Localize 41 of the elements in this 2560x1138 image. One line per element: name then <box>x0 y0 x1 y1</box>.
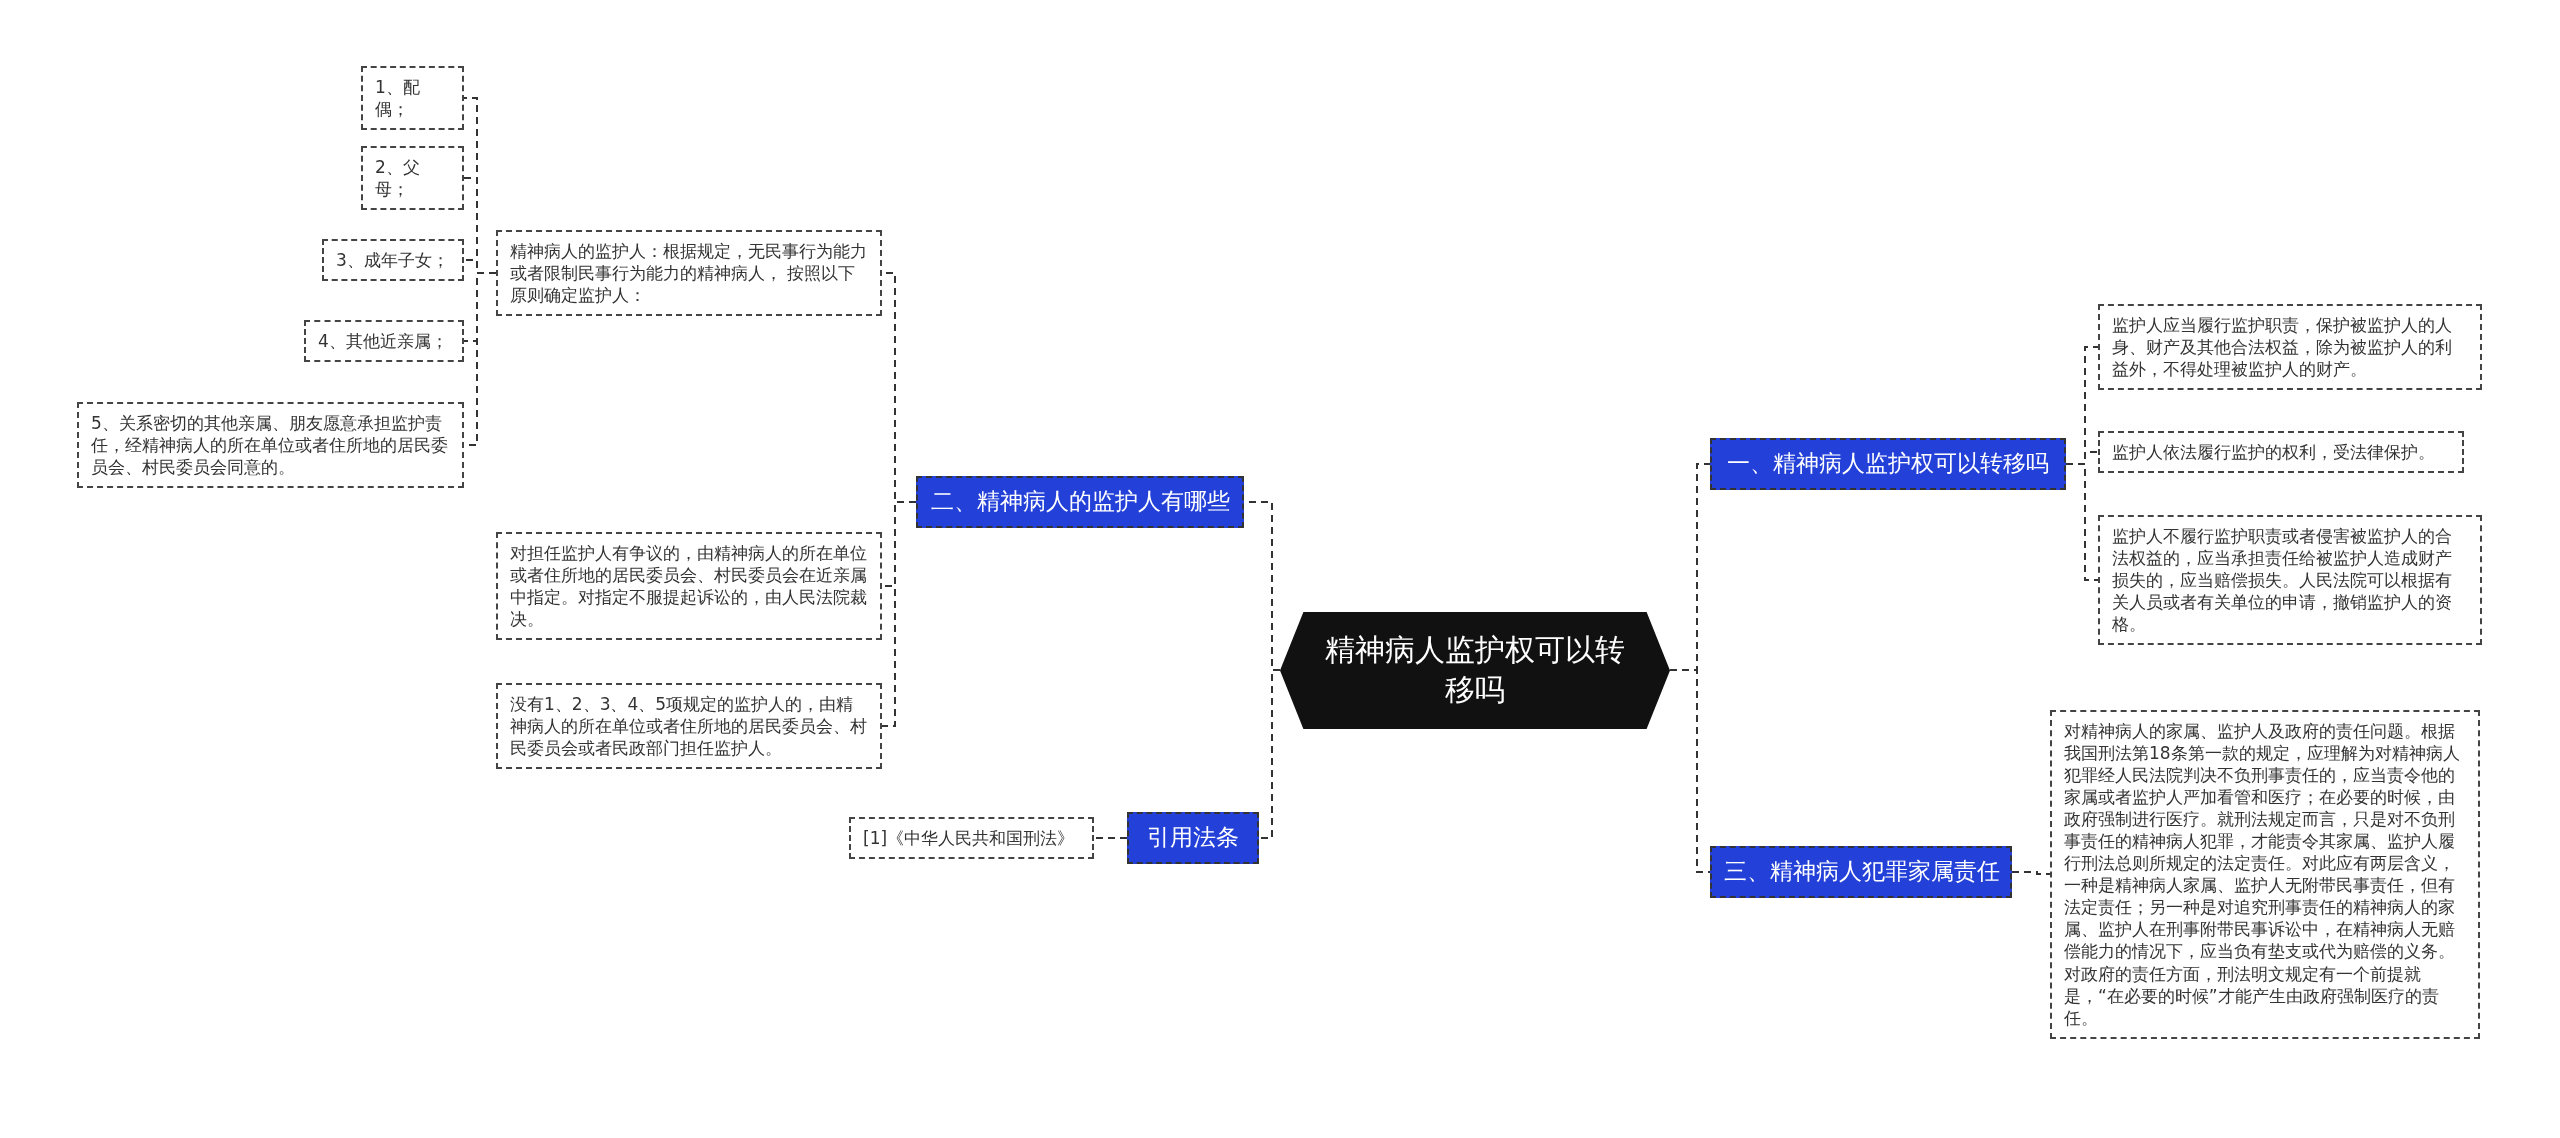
note-box <box>496 230 882 317</box>
connector-line <box>2065 463 2099 581</box>
note-box <box>2098 304 2482 391</box>
topic-text: [1]《中华人民共和国刑法》 <box>863 827 1076 850</box>
connector-line <box>881 501 917 727</box>
central-topic <box>1280 611 1670 729</box>
connector-line <box>2011 871 2051 875</box>
topic-text: 2、父母； <box>375 156 421 201</box>
note-box <box>496 532 882 641</box>
topic-text: 5、关系密切的其他亲属、朋友愿意承担监护责任，经精神病人的所在单位或者住所地的居民委员会、村民委员会同意的。 <box>91 412 449 479</box>
topic-text: 三、精神病人犯罪家属责任 <box>1724 857 1998 886</box>
topic-text: 3、成年子女； <box>336 249 450 272</box>
branch-topic <box>1710 846 2012 898</box>
note-box <box>361 146 464 211</box>
note-box <box>322 239 464 282</box>
topic-text: 监护人应当履行监护职责，保护被监护人的人身、财产及其他合法权益，除为被监护人的利益外，不得处理被监护人的财产。 <box>2112 314 2453 381</box>
topic-text: 引用法条 <box>1146 823 1240 852</box>
topic-text: 二、精神病人的监护人有哪些 <box>930 487 1230 516</box>
topic-text: 对担任监护人有争议的，由精神病人的所在单位或者住所地的居民委员会、村民委员会在近亲属中指定。对指定不服提起诉讼的，由人民法院裁决。 <box>510 542 868 631</box>
topic-text: 监护人不履行监护职责或者侵害被监护人的合法权益的，应当承担责任给被监护人造成财产损失的，应当赔偿损失。人民法院可以根据有关人员或者有关单位的申请，撤销监护人的资格。 <box>2112 525 2453 636</box>
connector-line <box>1093 837 1128 839</box>
connector-line <box>1258 669 1281 839</box>
topic-text: 精神病人监护权可以转移吗 <box>1324 630 1626 709</box>
note-box <box>496 683 882 770</box>
branch-topic <box>916 476 1244 528</box>
topic-text: 没有1、2、3、4、5项规定的监护人的，由精神病人的所在单位或者住所地的居民委员会、村民委员会或者民政部门担任监护人。 <box>510 693 868 760</box>
topic-text: 4、其他近亲属； <box>318 330 449 353</box>
topic-text: 一、精神病人监护权可以转移吗 <box>1726 449 2050 478</box>
note-box <box>2098 515 2482 646</box>
topic-text: 监护人依法履行监护的权利，受法律保护。 <box>2112 441 2436 464</box>
note-box <box>304 320 464 363</box>
branch-topic <box>1127 812 1259 864</box>
note-box <box>361 66 464 131</box>
topic-text: 对精神病人的家属、监护人及政府的责任问题。根据我国刑法第18条第一款的规定，应理解为对精神病人犯罪经人民法院判决不负刑事责任的，应当责令他的家属或者监护人严加看管和医疗；在必要的时候，由政府强制进行医疗。就刑法规定而言，只是对不负刑事责任的精神病人犯罪，才能责令其家属、监护人履行刑法总则所规定的法定责任。对此应有两层含义，一种是精神病人家属、监护人无附带民事责任，但有法定责任；另一种是对追究刑事责任的精神病人的家属、监护人在刑事附带民事诉讼中，在精神病人无赔偿能力的情况下，应当负有垫支或代为赔偿的义务。对政府的责任方面，刑法明文规定有一个前提就是，“在必要的时候”才能产生由政府强制医疗的责任。 <box>2064 719 2461 1029</box>
branch-topic <box>1710 438 2066 490</box>
topic-text: 1、配偶； <box>375 76 421 121</box>
connector-line <box>1669 669 1711 873</box>
note-box <box>77 402 464 489</box>
note-box <box>2098 431 2464 474</box>
note-box <box>849 817 1094 860</box>
topic-text: 精神病人的监护人：根据规定，无民事行为能力或者限制民事行为能力的精神病人， 按照以下原则确定监护人： <box>510 240 868 307</box>
